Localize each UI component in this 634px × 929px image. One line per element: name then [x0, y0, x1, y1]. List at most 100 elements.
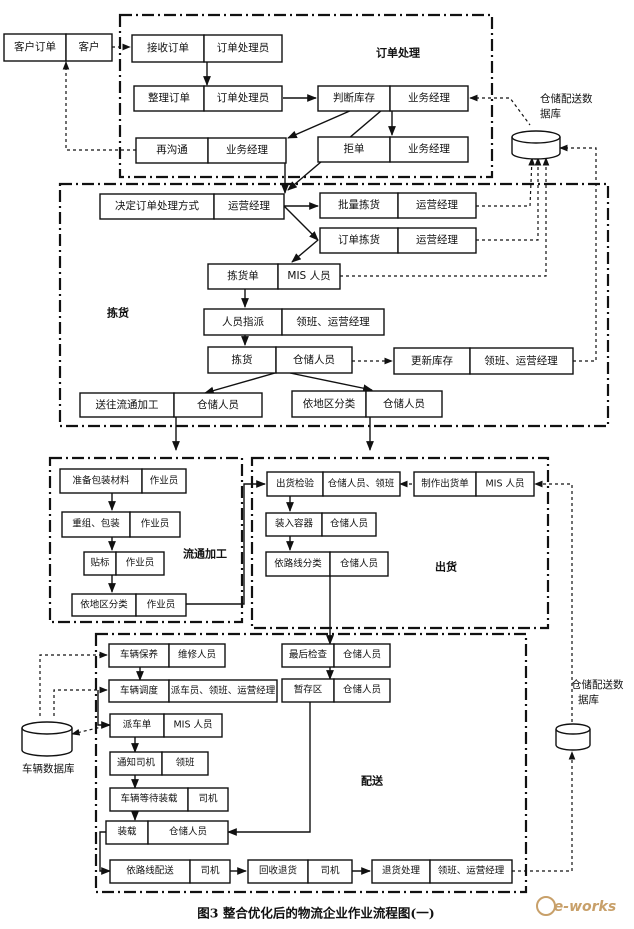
info-recommunicate-customer — [62, 61, 136, 151]
to-processing-task: 送往流通加工 — [96, 398, 159, 411]
organize-order-role: 订单处理员 — [217, 92, 270, 104]
order-pick-role: 运营经理 — [416, 233, 458, 246]
prepare-packing-node: 准备包装材料 作业员 — [59, 468, 187, 494]
route-delivery-task: 依路线配送 — [126, 865, 174, 877]
final-check-role: 仓储人员 — [343, 649, 381, 661]
sort-by-region-role: 仓储人员 — [383, 397, 425, 410]
check-stock-role: 业务经理 — [408, 91, 450, 104]
region-order — [118, 13, 494, 179]
flow-sort2-outbound — [186, 480, 266, 605]
watermark-text: e-works — [554, 899, 616, 915]
vehicle-dispatch-role: 派车员、领班、运营经理 — [171, 685, 276, 697]
pick-node: 拣货 仓储人员 — [207, 346, 353, 374]
collect-returns-role: 司机 — [320, 865, 340, 877]
info-vehdb-dispatch — [53, 686, 108, 716]
sort-by-route-role: 仓储人员 — [340, 558, 378, 570]
vehicle-dispatch-node: 车辆调度 派车员、领班、运营经理 — [108, 679, 278, 703]
storage-database-top: 仓储配送数 据库 — [511, 92, 593, 160]
sort-by-region-2-role: 作业员 — [147, 599, 176, 611]
region-shipping — [250, 456, 550, 630]
update-stock-role: 领班、运营经理 — [484, 354, 558, 367]
assign-staff-task: 人员指派 — [222, 315, 264, 328]
outbound-check-node: 出货检验 仓储人员、领班 — [266, 471, 401, 497]
update-stock-node: 更新库存 领班、运营经理 — [393, 347, 574, 375]
vehicle-dispatch-task: 车辆调度 — [120, 685, 159, 697]
reject-order-node: 拒单 业务经理 — [317, 136, 469, 163]
decide-method-role: 运营经理 — [228, 199, 270, 212]
labeling-task: 贴标 — [90, 557, 110, 569]
load-container-task: 装入容器 — [275, 518, 314, 530]
storage-db-top-label-2: 据库 — [540, 107, 561, 120]
reject-order-task: 拒单 — [344, 142, 365, 155]
temp-storage-task: 暂存区 — [294, 684, 323, 696]
order-pick-node: 订单拣货 运营经理 — [319, 227, 477, 254]
organize-order-node: 整理订单 订单处理员 — [133, 85, 283, 112]
repackage-node: 重组、包装 作业员 — [61, 511, 181, 538]
figure-caption: 图3 整合优化后的物流企业作业流程图(一) — [197, 906, 434, 921]
info-picklist-db — [340, 157, 550, 277]
info-check-db — [469, 94, 531, 126]
assign-staff-role: 领班、运营经理 — [296, 315, 370, 328]
repackage-task: 重组、包装 — [72, 518, 120, 530]
sort-by-route-task: 依路线分类 — [274, 558, 322, 570]
region-processing — [48, 456, 244, 624]
sort-by-route-node: 依路线分类 仓储人员 — [265, 551, 389, 577]
order-pick-task: 订单拣货 — [338, 233, 380, 246]
batch-pick-role: 运营经理 — [416, 198, 458, 211]
recommunicate-task: 再沟通 — [156, 143, 188, 156]
sort-by-region-task: 依地区分类 — [303, 397, 356, 410]
update-stock-task: 更新库存 — [411, 354, 453, 367]
vehicle-maintenance-task: 车辆保养 — [120, 649, 159, 661]
flow-orderpick-picklist — [291, 239, 319, 263]
info-update-db — [559, 144, 597, 362]
flow-check-recommunicate — [287, 109, 353, 139]
pick-list-node: 拣货单 MIS 人员 — [207, 263, 341, 290]
reject-order-role: 业务经理 — [408, 142, 450, 155]
batch-pick-task: 批量拣货 — [338, 198, 380, 211]
flow-pick-sort — [289, 372, 373, 393]
region-order-label: 订单处理 — [376, 46, 420, 60]
loading-node: 装载 仓储人员 — [105, 820, 229, 845]
load-container-node: 装入容器 仓储人员 — [265, 512, 377, 537]
check-stock-node: 判断库存 业务经理 — [317, 85, 469, 112]
temp-storage-role: 仓储人员 — [343, 684, 381, 696]
flow-loading-route — [99, 831, 111, 875]
flow-arrows — [97, 62, 396, 875]
vehicle-wait-task: 车辆等待装载 — [120, 793, 178, 805]
dispatch-note-task: 派车单 — [123, 719, 152, 731]
sort-by-region-node: 依地区分类 仓储人员 — [291, 390, 443, 418]
final-check-task: 最后检查 — [289, 649, 328, 661]
collect-returns-task: 回收退货 — [259, 865, 297, 877]
check-stock-task: 判断库存 — [333, 91, 375, 104]
sort-by-region-2-task: 依地区分类 — [80, 599, 128, 611]
recommunicate-node: 再沟通 业务经理 — [135, 137, 287, 164]
sort-by-region-2-node: 依地区分类 作业员 — [71, 593, 187, 617]
info-note-vehdb — [71, 724, 111, 736]
vehicle-wait-role: 司机 — [198, 793, 218, 805]
info-returns-db2 — [512, 751, 576, 872]
organize-order-task: 整理订单 — [148, 91, 190, 104]
flow-dispatch-note — [97, 690, 111, 729]
flow-pick-processing — [204, 372, 276, 395]
region-picking — [58, 182, 610, 428]
watermark-logo: e-works — [536, 896, 616, 916]
outbound-check-task: 出货检验 — [276, 478, 315, 490]
outbound-check-role: 仓储人员、领班 — [328, 478, 395, 490]
vehicle-maintenance-node: 车辆保养 维修人员 — [108, 643, 226, 668]
notify-driver-role: 领班 — [175, 757, 195, 769]
receive-order-role: 订单处理员 — [217, 42, 270, 54]
make-delivery-note-role: MIS 人员 — [485, 479, 524, 490]
notify-driver-node: 通知司机 领班 — [109, 751, 209, 776]
vehicle-database: 车辆数据库 — [21, 721, 75, 775]
pick-task: 拣货 — [232, 353, 253, 366]
return-processing-task: 退货处理 — [382, 865, 421, 877]
dispatch-note-role: MIS 人员 — [173, 720, 212, 731]
repackage-role: 作业员 — [141, 518, 170, 530]
customer-order-label: 客户订单 — [14, 40, 56, 53]
pick-role: 仓储人员 — [293, 353, 335, 366]
flow-decide-orderpick — [283, 205, 319, 241]
make-delivery-note-node: 制作出货单 MIS 人员 — [413, 471, 535, 497]
decide-method-node: 决定订单处理方式 运营经理 — [99, 193, 285, 220]
region-picking-label: 拣货 — [107, 306, 129, 320]
region-shipping-label: 出货 — [435, 560, 457, 574]
